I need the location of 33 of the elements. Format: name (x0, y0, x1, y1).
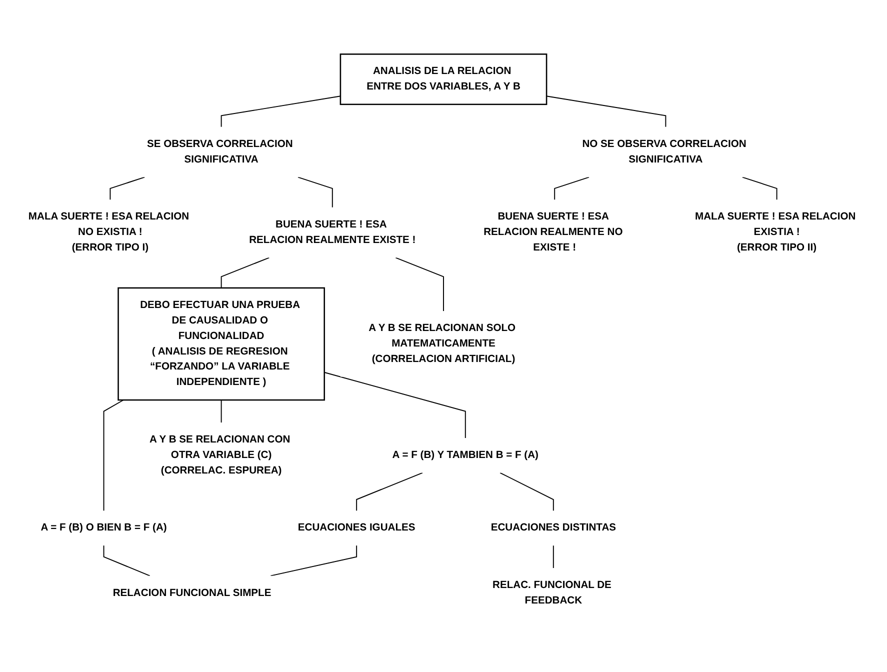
node-box (118, 287, 325, 400)
node-text: MALA SUERTE ! ESA RELACION EXISTIA ! (ERROR TIPO II) (695, 211, 856, 253)
flowchart: ANALISIS DE LA RELACION ENTRE DOS VARIABLES, A Y B SE OBSERVA CORRELACION SIGNIFICATIVA NO SE OBSERVA CORRELACION SIGNIFICATIVA MALA SUERTE ! ESA RELACION NO EXISTIA ! (ERROR TIPO I) BUENA SUERTE ! ESA RELACION REALMENTE EXISTE ! BUENA SUERTE ! ESA RELACION REALMENTE NO EXISTE ! MALA SUERTE ! ESA RELACION EXISTIA ! (ERROR TIPO II) DEBO EFECTUAR UNA PRUEBA DE CAUSALIDAD O FUNCIONALIDAD ( ANALISIS DE REGRESION “FORZANDO” LA VARIABLE INDEPENDIENTE ) A Y B SE RELACIONAN SOLO MATEMATICAMENTE (CORRELACION ARTIFICIAL) A = F (B) O BIEN B = F (A) A = F (B) Y TAMBIEN B = F (A) A Y B SE RELACIONAN CON OTRA VARIABLE (C) (CORRELAC. ESPUREA) ECUACIONES IGUALES ECUACIONES DISTINTAS RELACION FUNCIONAL SIMPLE RELAC. FUNCIONAL DE FEEDBACK (2, 48, 885, 624)
connector (356, 472, 423, 511)
connector (220, 95, 341, 128)
connector (395, 256, 444, 312)
node-box (340, 53, 548, 105)
connector (546, 95, 666, 128)
connector (110, 176, 146, 200)
connector (270, 544, 358, 576)
connector (220, 256, 270, 288)
connector (552, 544, 554, 568)
node-text: RELAC. FUNCIONAL DE FEEDBACK (492, 579, 612, 606)
node-text: NO SE OBSERVA CORRELACION SIGNIFICATIVA (582, 138, 746, 165)
node-text: SE OBSERVA CORRELACION SIGNIFICATIVA (146, 138, 293, 165)
connector (103, 399, 124, 511)
node-text: A Y B SE RELACIONAN SOLO MATEMATICAMENTE (CORRELACION ARTIFICIAL) (368, 322, 516, 364)
connector (298, 176, 333, 208)
node-text: A Y B SE RELACIONAN CON OTRA VARIABLE (C) (CORRELAC. ESPUREA) (150, 434, 290, 476)
connector (324, 372, 466, 438)
node-text: BUENA SUERTE ! ESA RELACION REALMENTE NO EXISTE ! (484, 211, 623, 253)
node-text: BUENA SUERTE ! ESA RELACION REALMENTE EXISTE ! (249, 218, 416, 246)
node-text: A = F (B) Y TAMBIEN B = F (A) (392, 449, 538, 460)
node-text: A = F (B) O BIEN B = F (A) (40, 522, 167, 534)
connector (742, 176, 778, 200)
connector (554, 176, 590, 200)
connector (103, 544, 150, 576)
connector (220, 399, 222, 423)
node-text: MALA SUERTE ! ESA RELACION NO EXISTIA ! (ERROR TIPO I) (28, 211, 190, 253)
node-text: ECUACIONES DISTINTAS (490, 522, 616, 534)
node-text: ECUACIONES IGUALES (298, 522, 416, 534)
node-text: RELACION FUNCIONAL SIMPLE (112, 587, 272, 598)
connector (500, 472, 554, 511)
